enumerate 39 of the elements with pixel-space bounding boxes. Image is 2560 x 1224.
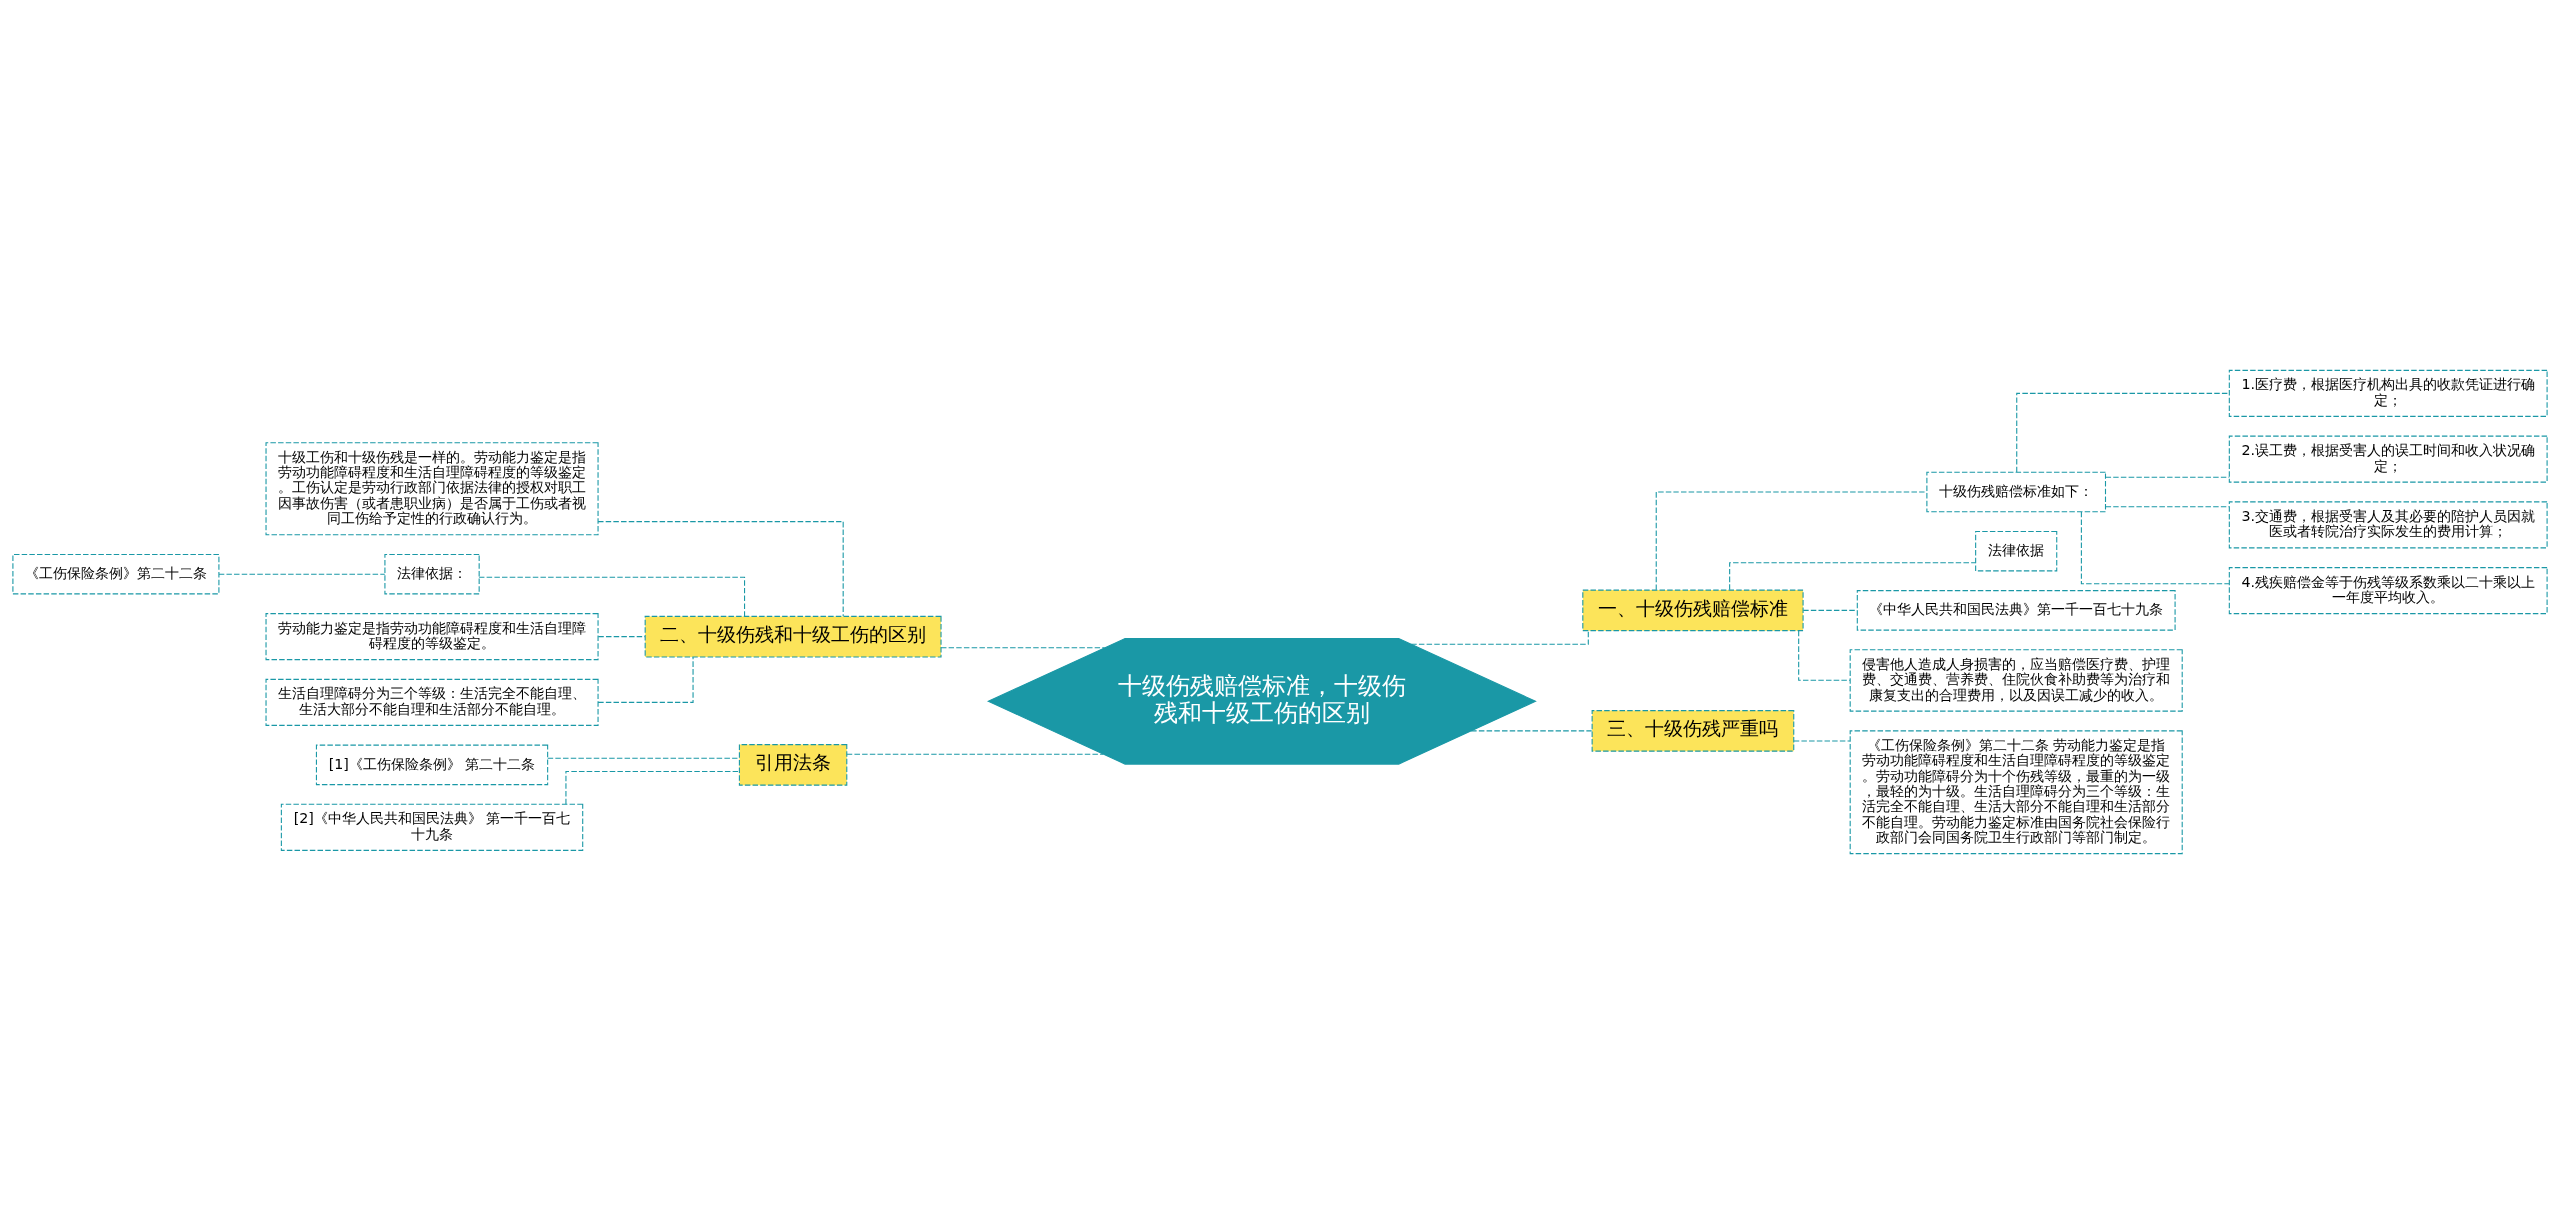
- connector: [2105, 506, 2230, 508]
- node-box: 生活自理障碍分为三个等级：生活完全不能自理、生活大部分不能自理和生活部分不能自理。: [265, 678, 599, 726]
- connector: [940, 647, 1106, 649]
- node-box: 2.误工费，根据受害人的误工时间和收入状况确定；: [2228, 435, 2548, 483]
- connector: [218, 573, 386, 575]
- connector: [846, 753, 1104, 755]
- connector: [1802, 609, 1858, 611]
- node-box: 一、十级伤残赔偿标准: [1582, 589, 1804, 632]
- node-box: 4.残疾赔偿金等于伤残等级系数乘以二十乘以上一年度平均收入。: [2228, 567, 2548, 615]
- node-box: 引用法条: [738, 744, 848, 786]
- node-box: 法律依据: [1975, 530, 2058, 572]
- connector: [2016, 392, 2230, 473]
- node-box: 劳动能力鉴定是指劳动功能障碍程度和生活自理障碍程度的等级鉴定。: [265, 613, 599, 661]
- connector: [1410, 630, 1589, 645]
- connector: [547, 757, 740, 759]
- node-box: 十级伤残赔偿标准如下：: [1926, 471, 2107, 513]
- connector: [1655, 491, 1928, 591]
- connector: [478, 576, 746, 617]
- node-box: 三、十级伤残严重吗: [1591, 710, 1795, 752]
- node-box: [1]《工伤保险条例》 第二十二条: [315, 744, 549, 786]
- node-box: 《工伤保险条例》第二十二条 劳动能力鉴定是指劳动功能障碍程度和生活自理障碍程度的等级鉴定。劳动功能障碍分为十个伤残等级，最重的为一级，最轻的为十级。生活自理障碍分为三个等级：生活完全不能自理、生活大部分不能自理和生活部分不能自理。劳动能力鉴定标准由国务院社会保险行政部门会同国务院卫生行政部门等部门制定。: [1849, 730, 2183, 855]
- connector: [2105, 476, 2230, 478]
- connector: [565, 770, 740, 805]
- connector: [1470, 730, 1593, 732]
- connector: [597, 656, 694, 703]
- node-box: 法律依据：: [384, 553, 480, 595]
- connector: [2080, 511, 2230, 585]
- node-box: 《中华人民共和国民法典》第一千一百七十九条: [1856, 590, 2176, 631]
- node-box: [2]《中华人民共和国民法典》 第一千一百七十九条: [280, 803, 584, 851]
- connector: [597, 521, 844, 617]
- node-box: 侵害他人造成人身损害的，应当赔偿医疗费、护理费、交通费、营养费、住院伙食补助费等为治疗和康复支出的合理费用，以及因误工减少的收入。: [1849, 649, 2183, 712]
- connector: [597, 636, 646, 638]
- connector: [1793, 740, 1851, 742]
- node-box: 十级工伤和十级伤残是一样的。劳动能力鉴定是指劳动功能障碍程度和生活自理障碍程度的等级鉴定。工伤认定是劳动行政部门依据法律的授权对职工因事故伤害（或者患职业病）是否属于工伤或者视同工伤给予定性的行政确认行为。: [265, 442, 599, 536]
- node-box: 3.交通费，根据受害人及其必要的陪护人员因就医或者转院治疗实际发生的费用计算；: [2228, 501, 2548, 549]
- node-box: 《工伤保险条例》第二十二条: [12, 553, 220, 595]
- node-box: 二、十级伤残和十级工伤的区别: [644, 615, 942, 658]
- connector: [1798, 630, 1851, 681]
- node-box: 1.医疗费，根据医疗机构出具的收款凭证进行确定；: [2228, 369, 2548, 417]
